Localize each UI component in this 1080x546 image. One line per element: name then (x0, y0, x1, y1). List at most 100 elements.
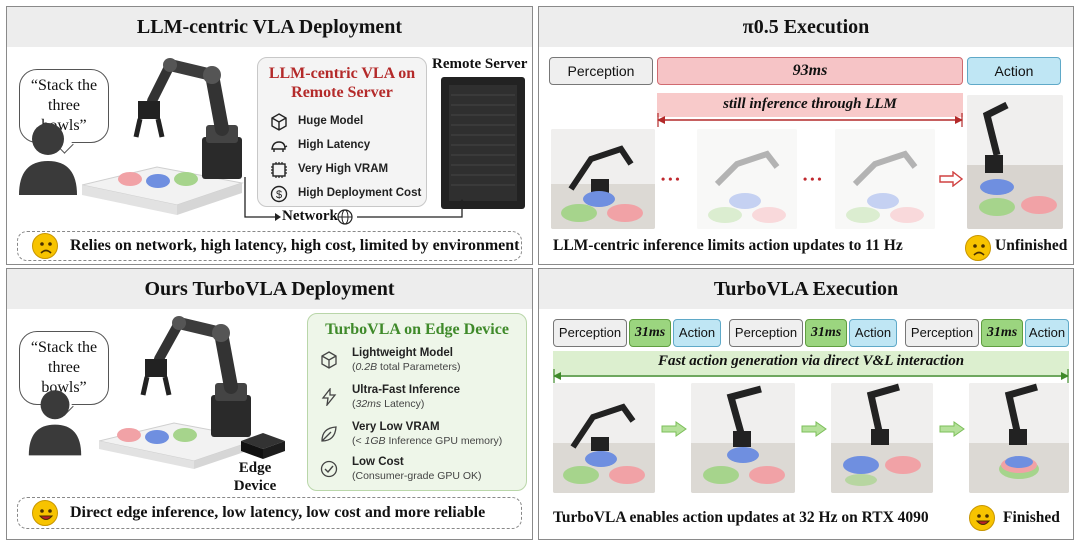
person-icon (19, 123, 77, 195)
server-rack-icon (441, 77, 525, 209)
turbo-action-2: Action (849, 319, 897, 347)
svg-text:$: $ (276, 189, 282, 201)
panel-turbo-execution: TurboVLA Execution Perception 31ms Actio… (538, 268, 1074, 540)
llm-summary-bar: Relies on network, high latency, high co… (17, 231, 522, 261)
llm-info-title: LLM-centric VLA on Remote Server (258, 64, 426, 102)
sub-pre: ( (352, 470, 356, 482)
globe-icon (337, 209, 353, 225)
pi-banner-arrow (657, 113, 963, 127)
cube-icon (321, 351, 337, 369)
person-icon (28, 390, 82, 456)
llm-feature-cost: High Deployment Cost (298, 187, 422, 199)
turbo-info-box: TurboVLA on Edge Device Lightweight Mode… (307, 313, 527, 491)
panel-title-llm: LLM-centric VLA Deployment (7, 7, 532, 47)
llm-feature-vram: Very High VRAM (298, 163, 389, 175)
panel-turbo-deployment: Ours TurboVLA Deployment “Stack the thre… (6, 268, 533, 540)
turbo-action-3: Action (1025, 319, 1069, 347)
pi-perception-stage: Perception (549, 57, 653, 85)
turbo-perception-2: Perception (729, 319, 803, 347)
sub-pre: (< (352, 435, 365, 447)
turbo-feature-fast-sub: (32ms Latency) (352, 398, 460, 410)
turbo-action-1: Action (673, 319, 721, 347)
sad-face-icon (965, 235, 991, 261)
turbo-feature-cost: Low Cost (Consumer-grade GPU OK) (352, 456, 482, 482)
happy-face-icon (32, 500, 58, 526)
turbo-feature-vram: Very Low VRAM (< 1GB Inference GPU memor… (352, 421, 502, 447)
pi-caption: LLM-centric inference limits action upda… (553, 237, 903, 254)
pi-frame-4 (967, 95, 1063, 229)
pi-action-stage: Action (967, 57, 1061, 85)
edge-device-label: Edge Device (233, 459, 277, 495)
memory-chip-icon (271, 162, 287, 178)
speech-line-1: “Stack the (30, 339, 98, 356)
turbo-perception-1: Perception (553, 319, 627, 347)
turbo-feature-lightweight-title: Lightweight Model (352, 347, 453, 359)
edge-device-icon (241, 433, 285, 459)
pi-ellipsis-1: • • • (661, 172, 680, 186)
pi-banner-text: still inference through LLM (723, 96, 897, 112)
pi-banner (657, 93, 963, 117)
turbo-latency-3: 31ms (981, 319, 1023, 347)
leaf-icon (321, 426, 337, 442)
panel-title-pi05: π0.5 Execution (539, 7, 1073, 47)
turbo-banner-text: Fast action generation via direct V&L in… (657, 353, 965, 369)
dollar-icon: $ (270, 185, 288, 203)
panel-title-turbo: Ours TurboVLA Deployment (7, 269, 532, 309)
turbo-feature-fast-title: Ultra-Fast Inference (352, 384, 461, 396)
happy-face-icon (969, 505, 995, 531)
speech-bubble: “Stack the three bowls” (19, 331, 109, 405)
sub-emphasis: 0.2B (355, 361, 378, 373)
sub-rest: total Parameters) (377, 361, 461, 373)
turbo-frame-3 (831, 383, 933, 493)
sub-emphasis: 32ms (355, 398, 382, 410)
pi-arrow-right-icon (939, 171, 963, 187)
turbo-caption: TurboVLA enables action updates at 32 Hz… (553, 509, 929, 526)
turbo-latency-1: 31ms (629, 319, 671, 347)
panel-llm-deployment: LLM-centric VLA Deployment “Stack the th… (6, 6, 533, 265)
sad-face-icon (32, 233, 58, 259)
turbo-perception-3: Perception (905, 319, 979, 347)
network-label: Network (282, 208, 338, 224)
turbo-summary-text: Direct edge inference, low latency, low … (70, 504, 486, 521)
llm-summary-text: Relies on network, high latency, high co… (70, 237, 520, 254)
llm-info-box: LLM-centric VLA on Remote Server Huge Mo… (257, 57, 427, 207)
robot-arm-scene (99, 316, 261, 469)
remote-server-label: Remote Server (432, 56, 528, 72)
turbo-feature-vram-sub: (< 1GB Inference GPU memory) (352, 435, 502, 447)
panel-pi05-execution: π0.5 Execution Perception 93ms Action st… (538, 6, 1074, 265)
llm-info-title-line2: Remote Server (291, 84, 393, 101)
sub-rest: Latency) (381, 398, 425, 410)
speech-line-1: “Stack the (30, 77, 98, 94)
llm-feature-high-latency: High Latency (298, 139, 371, 151)
model-cube-icon (271, 113, 287, 131)
sub-pre: ( (352, 398, 356, 410)
turbo-feature-lightweight: Lightweight Model (0.2B total Parameters… (352, 347, 461, 373)
edge-label-line1: Edge (238, 460, 272, 476)
llm-feature-huge-model: Huge Model (298, 115, 364, 127)
turbo-arrow-icon-3 (939, 421, 965, 437)
turbo-feature-vram-title: Very Low VRAM (352, 421, 440, 433)
turbo-frame-2 (691, 383, 795, 493)
lightning-icon (321, 388, 337, 406)
pi-status: Unfinished (995, 237, 1068, 254)
sub-rest: Inference GPU memory) (385, 435, 503, 447)
robot-arm-scene (82, 58, 244, 215)
turbo-feature-cost-title: Low Cost (352, 456, 404, 468)
pi-frame-1 (551, 129, 655, 229)
sub-rest: Consumer-grade GPU OK) (355, 470, 482, 482)
turbo-frame-1 (553, 383, 655, 493)
turbo-banner-arrow (553, 369, 1069, 383)
panel-title-turbo-exec: TurboVLA Execution (539, 269, 1073, 309)
speech-bubble: “Stack the three bowls” (19, 69, 109, 143)
pi-ellipsis-2: • • • (803, 172, 822, 186)
turbo-summary-bar: Direct edge inference, low latency, low … (17, 497, 522, 529)
turbo-feature-fast: Ultra-Fast Inference (32ms Latency) (352, 384, 460, 410)
turbo-arrow-icon-2 (801, 421, 827, 437)
pi-frame-3 (835, 129, 935, 229)
turtle-icon (271, 141, 288, 152)
check-circle-icon (320, 460, 338, 478)
turbo-feature-cost-sub: (Consumer-grade GPU OK) (352, 470, 482, 482)
turbo-latency-2: 31ms (805, 319, 847, 347)
turbo-status: Finished (1003, 509, 1060, 526)
turbo-frame-4 (969, 383, 1069, 493)
